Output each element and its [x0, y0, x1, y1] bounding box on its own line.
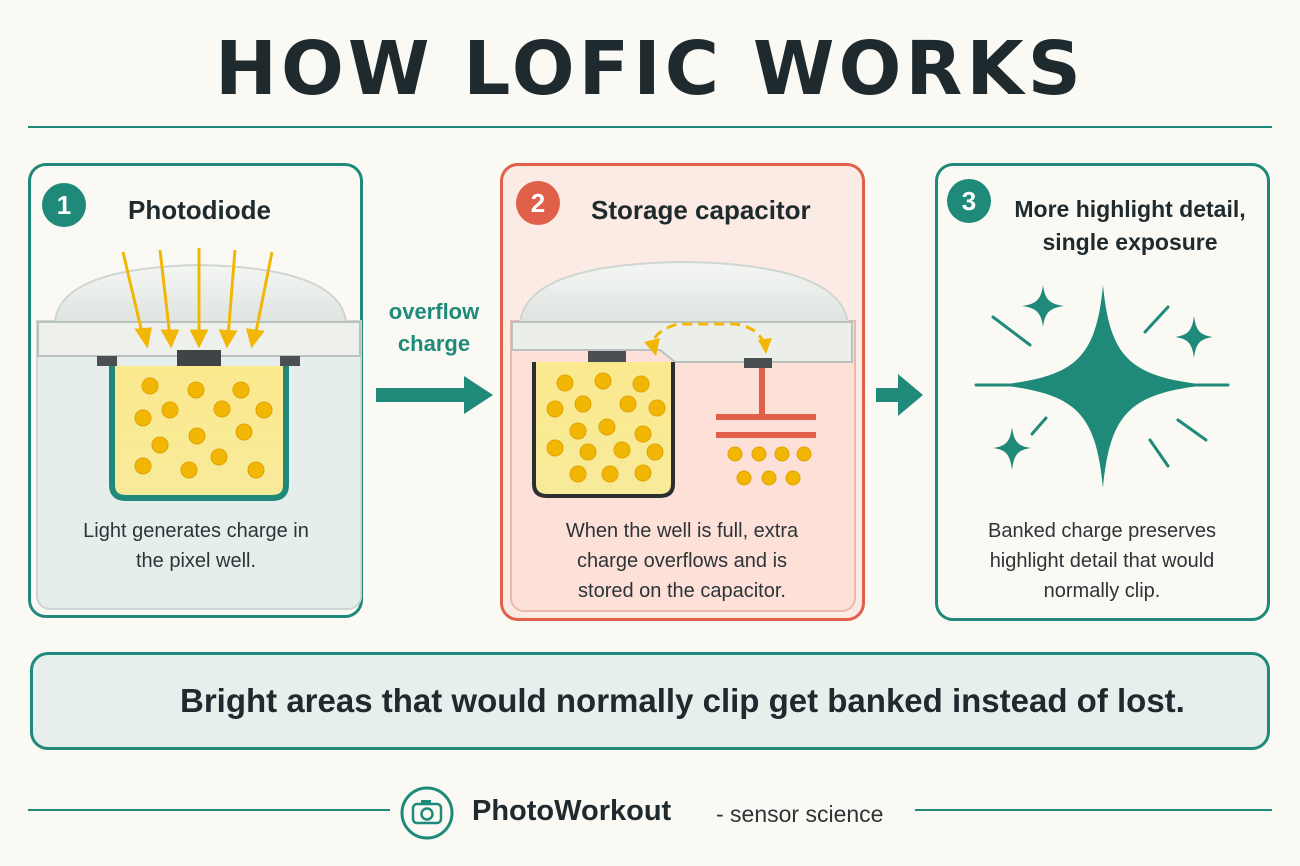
- overflow-charge-label: overflow charge: [388, 299, 480, 356]
- step-3-panel: [935, 163, 1270, 621]
- result-arrow: [876, 374, 923, 416]
- pixel-top-layer-2: [511, 321, 853, 363]
- step-3-title: More highlight detail, single exposure: [1014, 196, 1246, 255]
- key-takeaway-banner: [30, 652, 1270, 750]
- step-3-badge: 3: [947, 179, 991, 223]
- charge-electrons-2: [546, 372, 666, 483]
- step-1-title: Photodiode: [128, 195, 271, 225]
- sparkle-rays: [974, 305, 1230, 468]
- transfer-gate-1: [177, 350, 221, 366]
- capacitor-symbol: [716, 368, 816, 438]
- contact-pad-left: [97, 356, 117, 366]
- brand-name: PhotoWorkout: [472, 795, 672, 827]
- microlens-2: [518, 260, 850, 323]
- overflow-arrow-head-left: [644, 338, 660, 356]
- overflow-arrow-head-right: [758, 338, 772, 354]
- sparkle-icon: [993, 285, 1213, 488]
- light-rays: [121, 248, 274, 349]
- step-1-badge: 1: [42, 183, 86, 227]
- title-divider: [28, 126, 1272, 128]
- capacitor-contact: [744, 358, 772, 368]
- contact-pad-right: [280, 356, 300, 366]
- step-2-description: When the well is full, extra charge over…: [565, 520, 799, 602]
- brand-tagline: - sensor science: [716, 801, 884, 827]
- step-1-description: Light generates charge in the pixel well…: [83, 520, 309, 572]
- overflow-path-arrow: [650, 322, 766, 345]
- step-3-description: Banked charge preserves highlight detail…: [988, 520, 1216, 602]
- charge-electrons-1: [134, 377, 273, 479]
- step-2-badge: 2: [516, 181, 560, 225]
- step-2-title: Storage capacitor: [591, 195, 811, 225]
- overflow-arrow: [376, 376, 493, 414]
- key-takeaway-text: Bright areas that would normally clip ge…: [180, 682, 1185, 719]
- transfer-gate-2: [588, 351, 626, 365]
- camera-icon: [400, 786, 454, 840]
- page-title: HOW LOFIC WORKS: [215, 26, 1085, 112]
- stored-charge: [727, 446, 812, 486]
